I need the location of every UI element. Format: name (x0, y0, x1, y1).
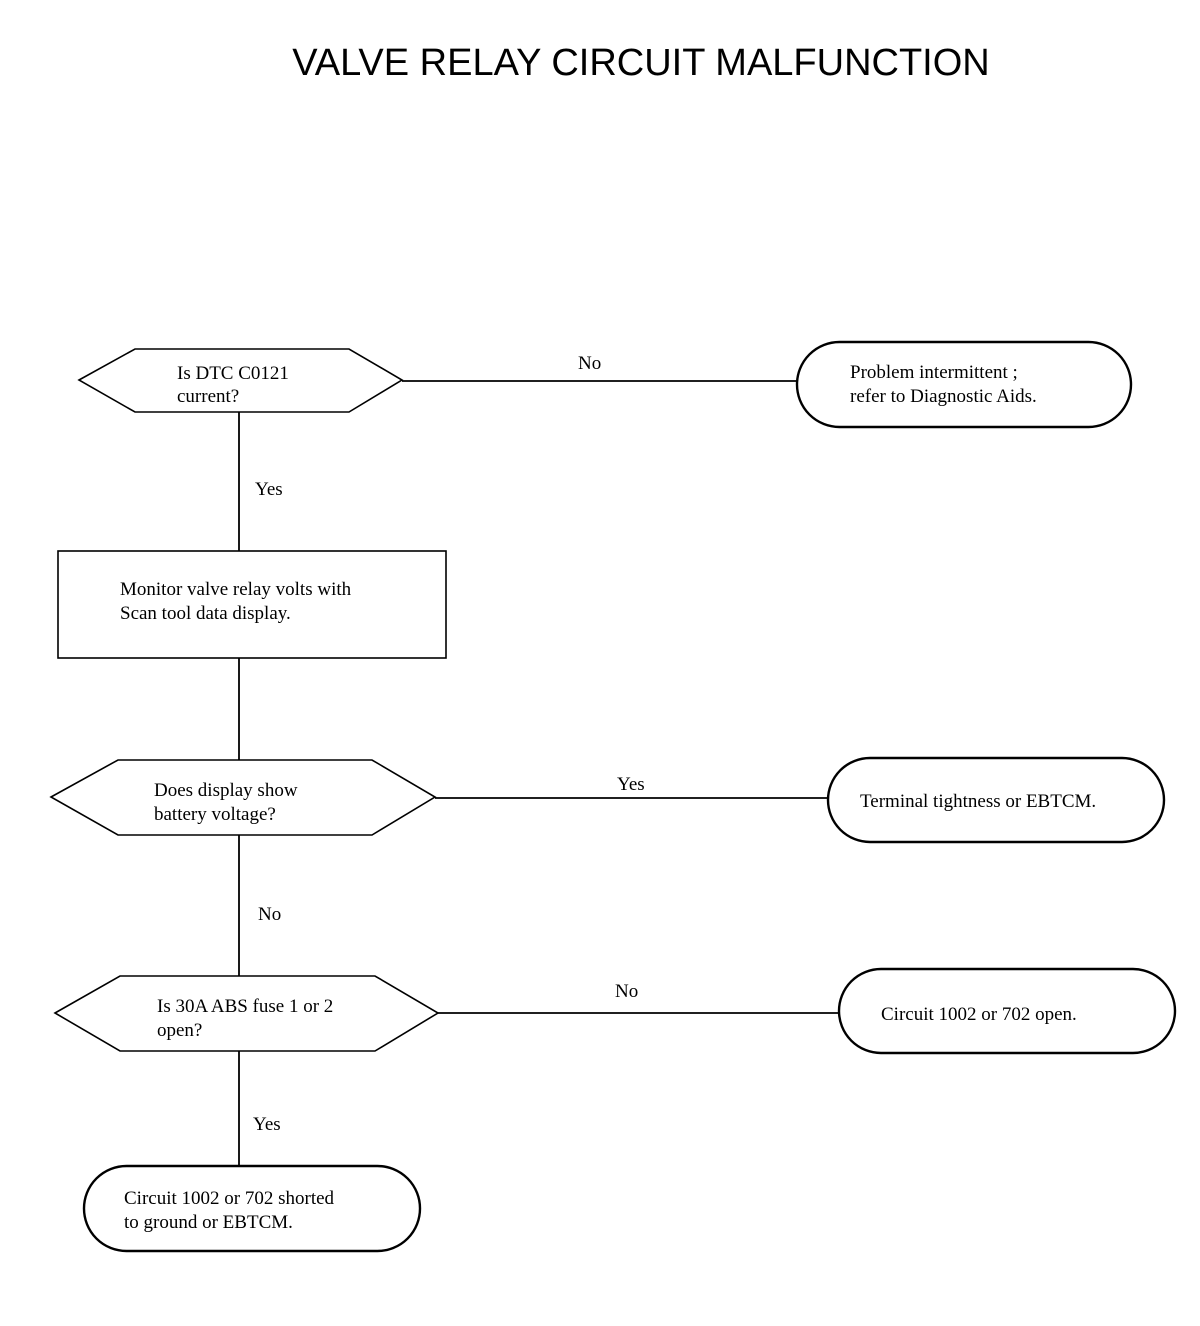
edge-label-q2-yes: Yes (617, 774, 645, 795)
decision-hexagon (77, 348, 404, 413)
page-title: VALVE RELAY CIRCUIT MALFUNCTION (292, 42, 990, 84)
decision-hexagon (49, 759, 437, 836)
terminal-tightness-ebtcm: Terminal tightness or EBTCM. (826, 756, 1166, 844)
decision-hexagon (53, 975, 440, 1052)
terminal-text: Circuit 1002 or 702 shorted to ground or… (124, 1188, 339, 1233)
edge-label-q1-yes: Yes (255, 479, 283, 500)
connectors (238, 380, 839, 1166)
terminal-pill (837, 967, 1177, 1055)
terminal-circuit-open: Circuit 1002 or 702 open. (837, 967, 1177, 1055)
terminal-pill (795, 340, 1133, 429)
edge-label-q3-yes: Yes (253, 1114, 281, 1135)
decision-abs-fuse: Is 30A ABS fuse 1 or 2 open? (53, 975, 440, 1052)
edge-label-q2-no: No (258, 904, 281, 925)
terminal-text: Terminal tightness or EBTCM. (860, 791, 1096, 812)
terminal-pill (826, 756, 1166, 844)
terminal-pill (82, 1164, 422, 1253)
terminal-circuit-shorted: Circuit 1002 or 702 shorted to ground or… (82, 1164, 422, 1253)
decision-text: Does display show battery voltage? (154, 780, 302, 825)
edge-label-q3-no: No (615, 981, 638, 1002)
edge-label-q1-no: No (578, 353, 601, 374)
decision-battery-voltage: Does display show battery voltage? (49, 759, 437, 836)
terminal-problem-intermittent: Problem intermittent ; refer to Diagnost… (795, 340, 1133, 429)
decision-text: Is DTC C0121 current? (177, 363, 294, 407)
terminal-text: Problem intermittent ; refer to Diagnost… (850, 362, 1037, 407)
process-monitor-valve-relay: Monitor valve relay volts with Scan tool… (57, 550, 447, 659)
process-box (57, 550, 447, 659)
decision-dtc-current: Is DTC C0121 current? (77, 348, 404, 413)
terminal-text: Circuit 1002 or 702 open. (881, 1004, 1077, 1025)
process-text: Monitor valve relay volts with Scan tool… (120, 579, 356, 624)
decision-text: Is 30A ABS fuse 1 or 2 open? (157, 996, 338, 1041)
